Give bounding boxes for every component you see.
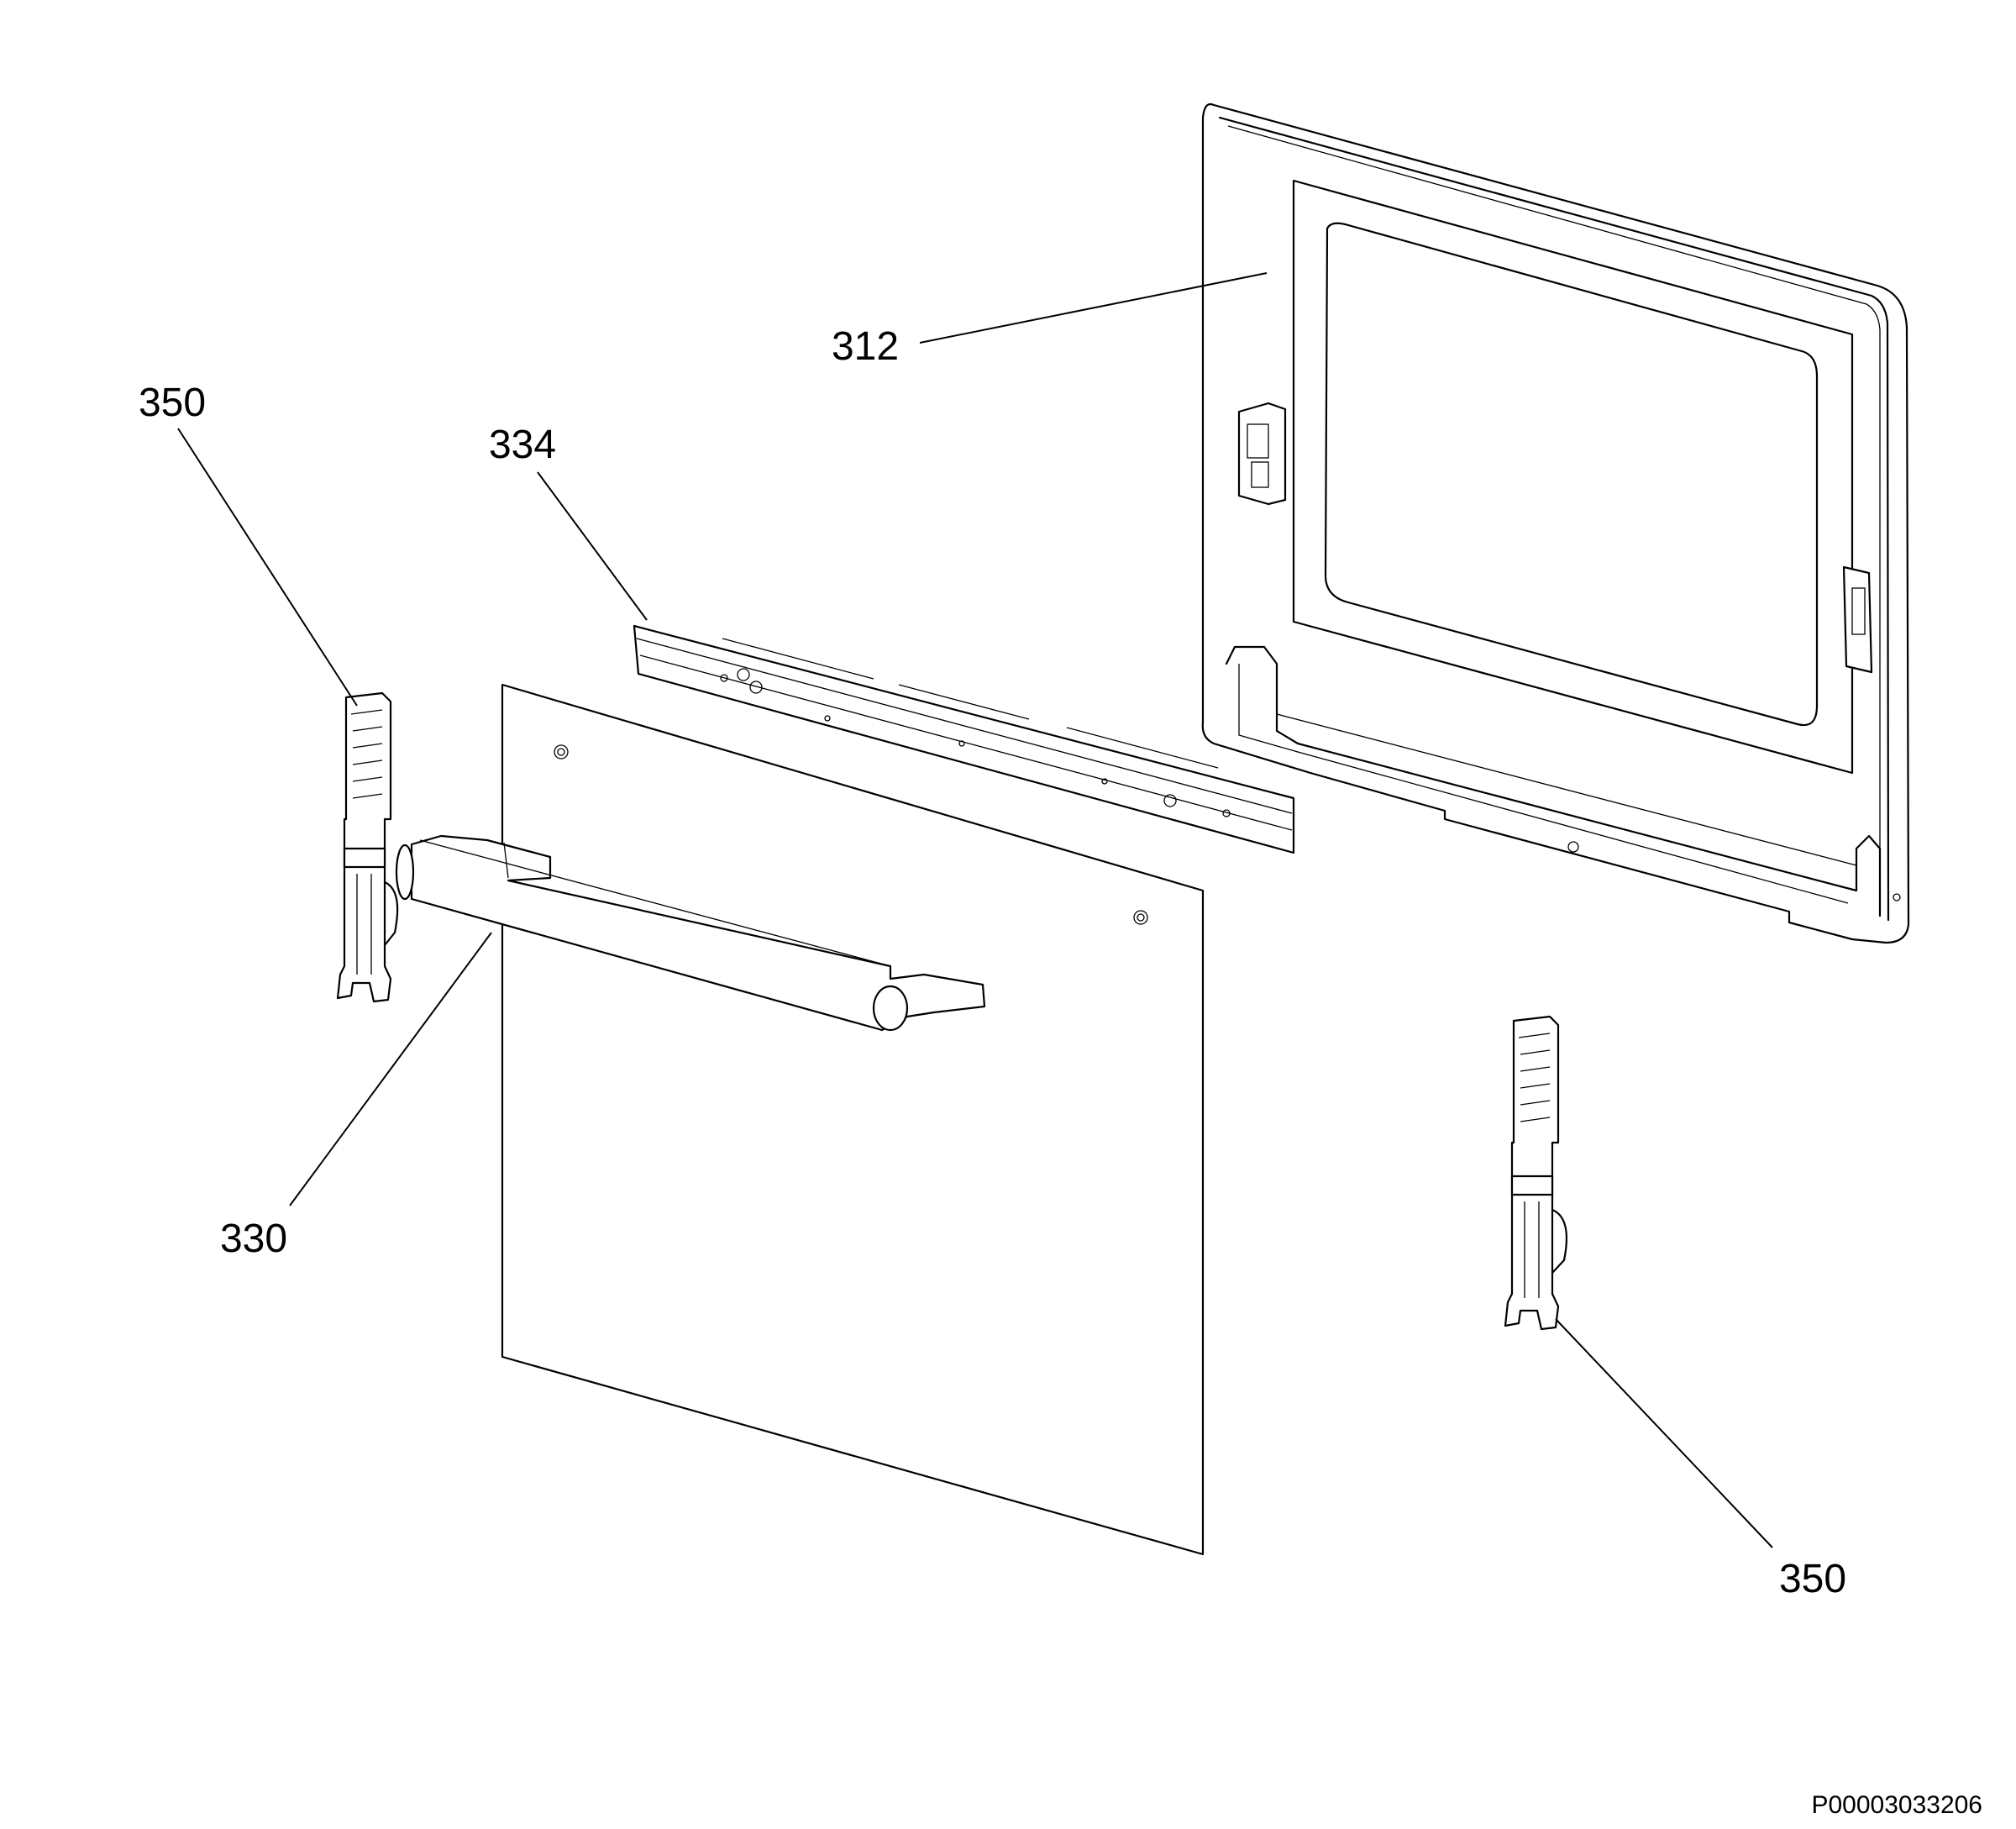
door-frame-part [1201, 102, 1910, 944]
label-334: 334 [489, 423, 556, 467]
outer-glass-panel [501, 683, 1205, 1556]
leader-line-312 [919, 272, 1268, 344]
hinge-right-part [1504, 1015, 1567, 1331]
document-id: P00003033206 [1811, 1791, 1982, 1819]
leader-line-334 [537, 471, 648, 621]
label-350-right: 350 [1779, 1557, 1846, 1601]
profile-strip-part [633, 624, 1295, 854]
hinge-left-part [336, 691, 399, 1003]
label-312: 312 [832, 324, 899, 369]
label-350-left: 350 [139, 381, 206, 425]
leader-line-330 [289, 932, 492, 1206]
label-330: 330 [220, 1217, 287, 1261]
leader-line-350-right [1555, 1318, 1773, 1548]
leader-line-350-left [177, 428, 358, 707]
handle-part [395, 834, 986, 1032]
